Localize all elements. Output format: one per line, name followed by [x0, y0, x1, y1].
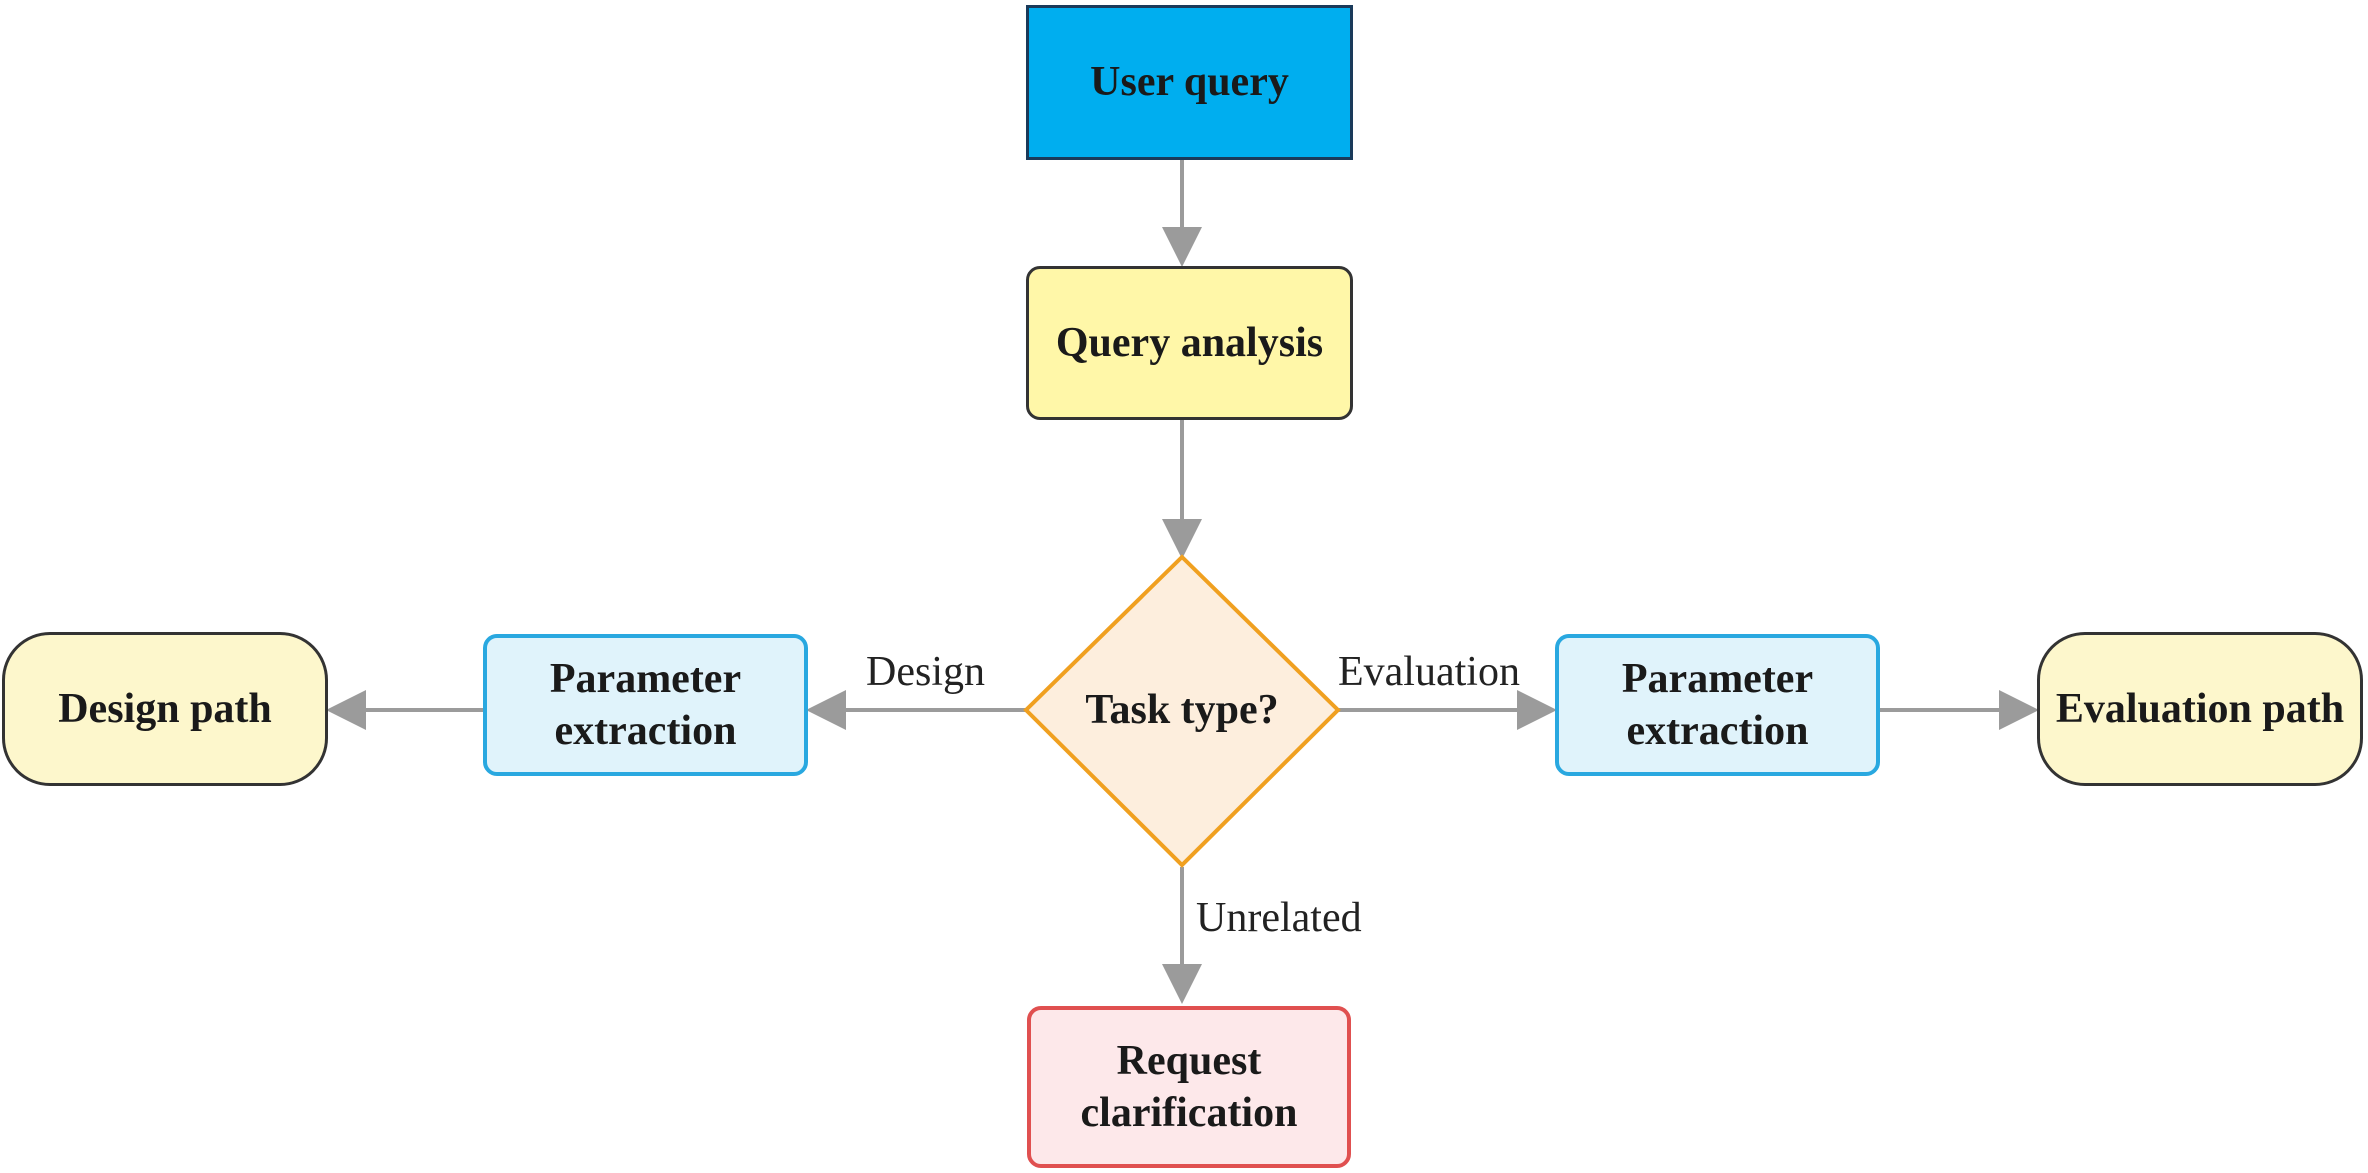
evaluation-path-node: Evaluation path [2037, 632, 2363, 786]
task-type-label: Task type? [1085, 686, 1279, 733]
user-query-node: User query [1026, 5, 1353, 160]
request-clarification-label: Request clarification [1080, 1037, 1298, 1137]
design-path-node: Design path [2, 632, 328, 786]
parameter-extraction-right-label: Parameter extraction [1621, 655, 1814, 755]
edge-label-evaluation: Evaluation [1338, 649, 1520, 695]
user-query-label: User query [1090, 59, 1289, 106]
task-type-label-box: Task type? [1060, 670, 1304, 750]
edge-label-unrelated: Unrelated [1196, 895, 1362, 941]
query-analysis-label: Query analysis [1055, 319, 1324, 366]
query-analysis-node: Query analysis [1026, 266, 1353, 420]
design-path-label: Design path [58, 685, 272, 732]
decision-diamond [1023, 554, 1341, 868]
parameter-extraction-left-node: Parameter extraction [483, 634, 808, 776]
parameter-extraction-right-node: Parameter extraction [1555, 634, 1880, 776]
request-clarification-node: Request clarification [1027, 1006, 1351, 1168]
evaluation-path-label: Evaluation path [2055, 685, 2345, 732]
parameter-extraction-left-label: Parameter extraction [549, 655, 742, 755]
edge-label-design: Design [866, 649, 985, 695]
